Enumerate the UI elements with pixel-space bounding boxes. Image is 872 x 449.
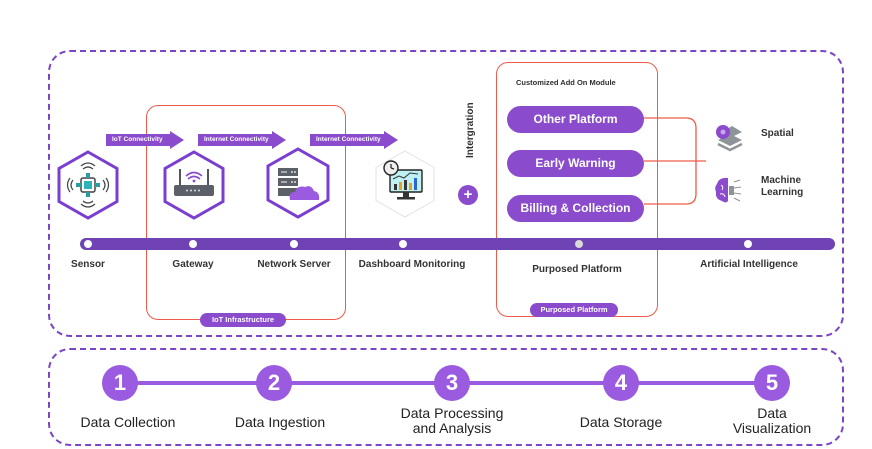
sensor-hexagon <box>57 150 119 220</box>
module-connector-lines <box>644 117 706 205</box>
arrow-head-icon <box>170 131 184 149</box>
integration-plus-button[interactable]: + <box>458 185 478 205</box>
machine-learning-text: Machine Learning <box>761 175 804 198</box>
spatial-label: Spatial <box>761 128 794 139</box>
spatial-layers-icon <box>716 125 743 152</box>
timeline-bar <box>80 238 835 250</box>
step-3-label-line1: Data Processing <box>400 405 504 421</box>
pipeline-panel <box>48 348 844 446</box>
step-5-circle: 5 <box>754 365 790 401</box>
purposed-platform-badge: Purposed Platform <box>530 303 618 317</box>
sensor-chip-icon <box>66 162 110 208</box>
step-4-label: Data Storage <box>579 414 663 430</box>
timeline-dot-ai <box>744 240 752 248</box>
step-4-circle: 4 <box>603 365 639 401</box>
node-label-ai: Artificial Intelligence <box>700 259 798 270</box>
arrow-head-icon <box>272 131 286 149</box>
addon-module-title: Customized Add On Module <box>516 78 616 87</box>
dashboard-hexagon <box>375 150 435 218</box>
node-label-purposed-platform: Purposed Platform <box>532 264 622 275</box>
purposed-platform-group <box>496 62 658 317</box>
router-icon <box>174 169 214 196</box>
timeline-dot-network-server <box>290 240 298 248</box>
node-label-network-server: Network Server <box>257 259 331 270</box>
architecture-panel <box>48 50 844 337</box>
timeline-dot-gateway <box>189 240 197 248</box>
node-label-dashboard: Dashboard Monitoring <box>358 259 466 270</box>
brain-chip-icon <box>715 177 742 203</box>
iot-infrastructure-badge: IoT Infrastructure <box>200 313 286 327</box>
arrow-head-icon <box>384 131 398 149</box>
network-server-hexagon <box>266 147 330 219</box>
step-2-circle: 2 <box>256 365 292 401</box>
step-3-label-line2: and Analysis <box>412 420 492 436</box>
step-5-label: Data Visualization <box>733 406 811 436</box>
arrow-label: IoT Connectivity <box>106 134 172 146</box>
step-3-label: Data Processing and Analysis <box>401 406 504 436</box>
dashboard-monitor-icon <box>383 160 423 200</box>
arrow-label: Internet Connectivity <box>198 134 274 146</box>
module-other-platform[interactable]: Other Platform <box>507 106 644 133</box>
gateway-hexagon <box>163 150 225 220</box>
machine-learning-label: Machine Learning <box>761 175 821 199</box>
internet-connectivity-arrow-1: Internet Connectivity <box>198 131 286 149</box>
iot-connectivity-arrow: IoT Connectivity <box>106 131 184 149</box>
timeline-dot-purposed-platform <box>575 240 583 248</box>
module-billing-collection[interactable]: Billing & Collection <box>507 195 644 222</box>
timeline-dot-sensor <box>84 240 92 248</box>
step-1-label: Data Collection <box>80 414 176 430</box>
node-label-sensor: Sensor <box>71 259 105 270</box>
internet-connectivity-arrow-2: Internet Connectivity <box>310 131 398 149</box>
plus-icon: + <box>463 186 473 203</box>
server-cloud-icon <box>278 168 320 200</box>
timeline-dot-dashboard <box>399 240 407 248</box>
step-3-circle: 3 <box>434 365 470 401</box>
step-5-label-line2: Visualization <box>732 420 812 436</box>
arrow-label: Internet Connectivity <box>310 134 386 146</box>
module-early-warning[interactable]: Early Warning <box>507 150 644 177</box>
step-1-circle: 1 <box>102 365 138 401</box>
integration-label: Intergration <box>465 102 476 158</box>
step-5-label-line1: Data <box>757 405 787 421</box>
step-2-label: Data Ingestion <box>234 414 326 430</box>
node-label-gateway: Gateway <box>172 259 214 270</box>
